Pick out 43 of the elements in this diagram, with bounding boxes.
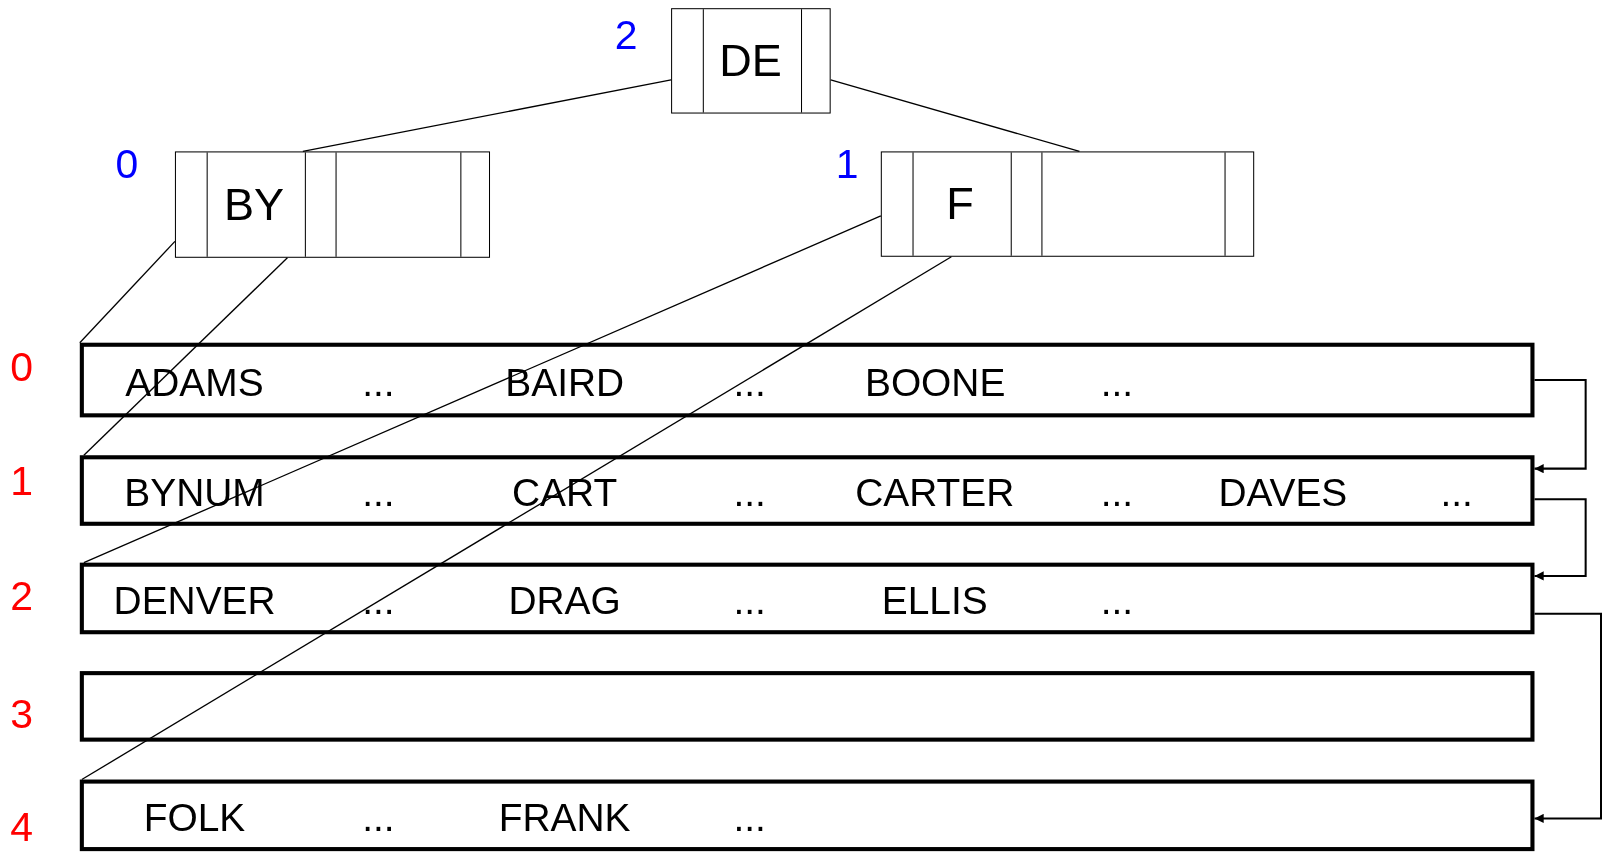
link-arrow: [1534, 612, 1603, 823]
record-key-text: BOONE: [864, 362, 1006, 402]
link-arrow: [1534, 498, 1587, 581]
index-block: [671, 8, 831, 114]
ellipsis-text: ...: [362, 581, 395, 620]
ellipsis-text: ...: [733, 797, 766, 837]
key-text: DE: [719, 37, 782, 83]
sequence-block: [79, 342, 1535, 418]
block-number: 0: [10, 345, 33, 387]
sequence-block: [79, 455, 1535, 526]
ellipsis-text: ...: [733, 362, 766, 402]
record-key-text: FOLK: [143, 797, 246, 837]
record-key-text: ELLIS: [881, 581, 988, 620]
ellipsis-text: ...: [1100, 581, 1134, 620]
node-number: 0: [115, 143, 139, 185]
ellipsis-text: ...: [1100, 362, 1134, 402]
index-block: [174, 151, 490, 258]
block-number: 1: [10, 460, 33, 502]
key-text: F: [946, 181, 974, 227]
index-block: [880, 151, 1255, 257]
ellipsis-text: ...: [1440, 473, 1473, 512]
ellipsis-text: ...: [362, 797, 395, 837]
ellipsis-text: ...: [362, 362, 395, 402]
node-number: 2: [614, 14, 638, 56]
block-number: 4: [10, 806, 33, 848]
sequence-block: [79, 562, 1535, 635]
record-key-text: FRANK: [498, 797, 631, 837]
record-key-text: CARTER: [855, 473, 1015, 512]
ellipsis-text: ...: [1100, 473, 1134, 512]
key-text: BY: [224, 181, 285, 227]
ellipsis-text: ...: [733, 473, 766, 512]
ellipsis-text: ...: [733, 581, 766, 620]
record-key-text: DENVER: [113, 581, 276, 620]
sequence-block: [79, 671, 1535, 742]
record-key-text: DAVES: [1218, 473, 1348, 512]
block-number: 2: [10, 574, 33, 616]
ellipsis-text: ...: [362, 473, 395, 512]
link-arrow: [1534, 379, 1587, 474]
node-number: 1: [835, 143, 859, 185]
record-key-text: BAIRD: [505, 362, 625, 402]
block-number: 3: [10, 693, 33, 735]
record-key-text: DRAG: [508, 581, 621, 620]
sequence-block: [79, 779, 1535, 852]
